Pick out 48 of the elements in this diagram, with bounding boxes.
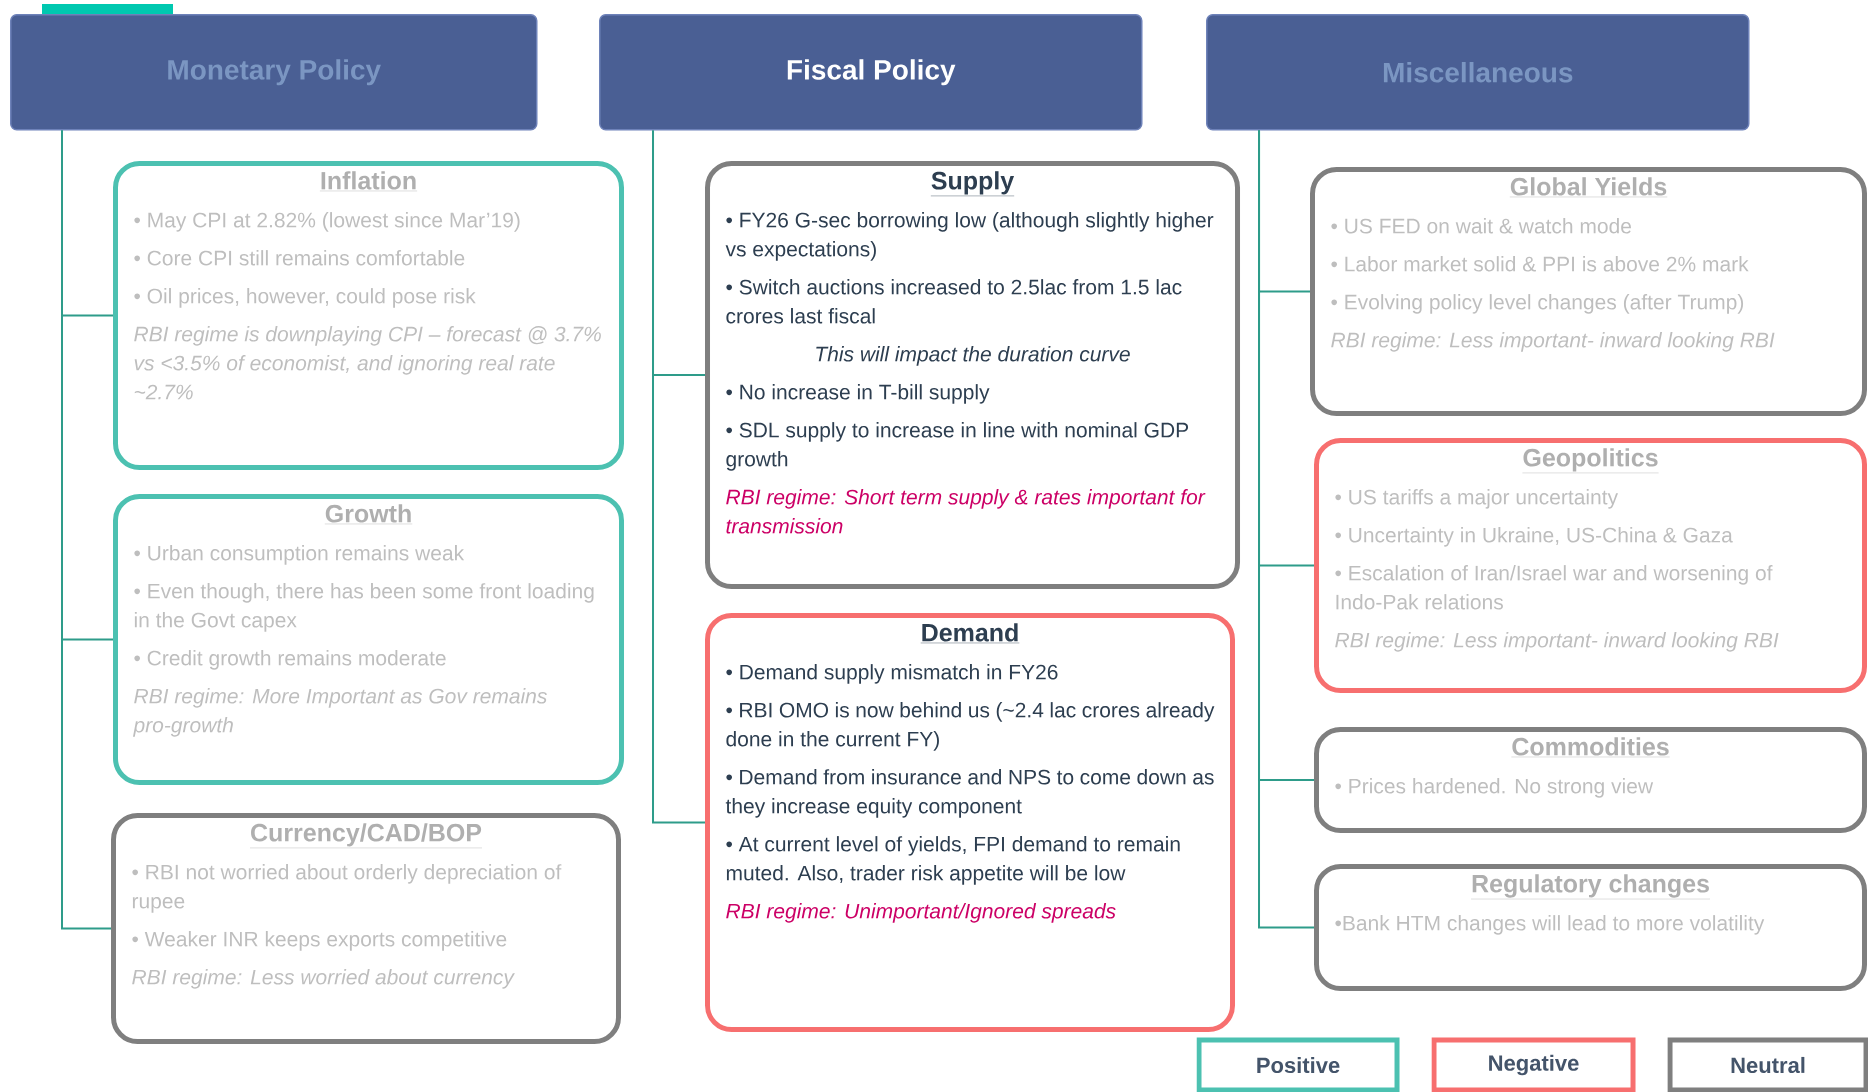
- bullet-item: • Switch auctions increased to 2.5lac from 1.5 lac crores last fiscal: [726, 279, 1182, 324]
- bullet-item: • Evolving policy level changes (after Trump): [1331, 294, 1744, 314]
- bullet-item: • US FED on wait & watch mode: [1331, 218, 1631, 234]
- bullet-item: • Prices hardened. No strong view: [1335, 778, 1654, 798]
- note: This will impact the duration curve: [816, 346, 1130, 366]
- bullet-item: • Escalation of Iran/Israel war and worsening of Indo-Pak relations: [1335, 565, 1773, 610]
- heading: Supply: [930, 171, 1015, 197]
- bullet-item: • Credit growth remains moderate: [134, 650, 446, 670]
- bullet-item: • May CPI at 2.82% (lowest since Mar’19): [134, 212, 520, 232]
- regime-note: RBI regime: Less important- inward looking RBI: [1331, 332, 1775, 352]
- heading: Regulatory changes: [1470, 874, 1711, 900]
- bullet-item: • At current level of yields, FPI demand to remain muted. Also, trader risk appetite will be low: [726, 836, 1180, 885]
- heading: Currency/CAD/BOP: [249, 823, 483, 849]
- regime-note: RBI regime: Less worried about currency: [132, 969, 515, 989]
- bullet-item: • No increase in T-bill supply: [726, 384, 990, 404]
- bullet-item: • FY26 G-sec borrowing low (although slightly higher vs expectations): [725, 212, 1214, 261]
- bullet-item: • RBI not worried about orderly depreciation of rupee: [132, 864, 562, 913]
- heading: Inflation: [319, 171, 418, 192]
- bullet-item: • RBI OMO is now behind us (~2.4 lac crores already done in the current FY): [726, 702, 1215, 751]
- bullet-item: • Oil prices, however, could pose risk: [134, 288, 476, 308]
- bullet-item: • Weaker INR keeps exports competitive: [132, 931, 507, 951]
- regime-note: RBI regime is downplaying CPI – forecast @ 3.7% vs <3.5% of economist, and ignoring real rate ~2.7%: [134, 326, 601, 400]
- bullet-item: • SDL supply to increase in line with nominal GDP growth: [726, 422, 1189, 471]
- bullet-item: • Urban consumption remains weak: [134, 545, 465, 565]
- heading: Demand: [920, 623, 1020, 644]
- regime-note: RBI regime: More Important as Gov remains pro-growth: [133, 688, 547, 737]
- bullet-item: • Uncertainty in Ukraine, US-China & Gaza: [1335, 527, 1733, 547]
- header-box: Fiscal Policy: [599, 14, 1143, 131]
- legend-item: Neutral: [1667, 1037, 1868, 1092]
- connector-line: [1258, 129, 1315, 929]
- regime-note: RBI regime: Unimportant/Ignored spreads: [726, 903, 1116, 923]
- heading: Commodities: [1511, 737, 1670, 758]
- bullet-item: • Demand from insurance and NPS to come down as they increase equity component: [725, 769, 1214, 818]
- bullet-item: • Even though, there has been some front loading in the Govt capex: [134, 583, 594, 632]
- bullet-item: • Core CPI still remains comfortable: [134, 250, 465, 266]
- heading: Growth: [324, 504, 413, 525]
- regime-note: RBI regime: Less important- inward looking RBI: [1335, 632, 1779, 652]
- legend-item: Negative: [1431, 1037, 1636, 1092]
- bullet-item: • Demand supply mismatch in FY26: [726, 664, 1058, 684]
- bullet-item: •Bank HTM changes will lead to more volatility: [1335, 915, 1765, 935]
- bullet-item: • Labor market solid & PPI is above 2% mark: [1331, 256, 1749, 272]
- heading: Global Yields: [1509, 177, 1668, 198]
- legend-item: Positive: [1196, 1037, 1400, 1092]
- regime-note: RBI regime: Short term supply & rates important for transmission: [726, 489, 1206, 534]
- connector-line: [61, 129, 112, 930]
- heading: Geopolitics: [1522, 448, 1659, 474]
- bullet-item: • US tariffs a major uncertainty: [1335, 489, 1618, 509]
- connector-line: [652, 129, 706, 824]
